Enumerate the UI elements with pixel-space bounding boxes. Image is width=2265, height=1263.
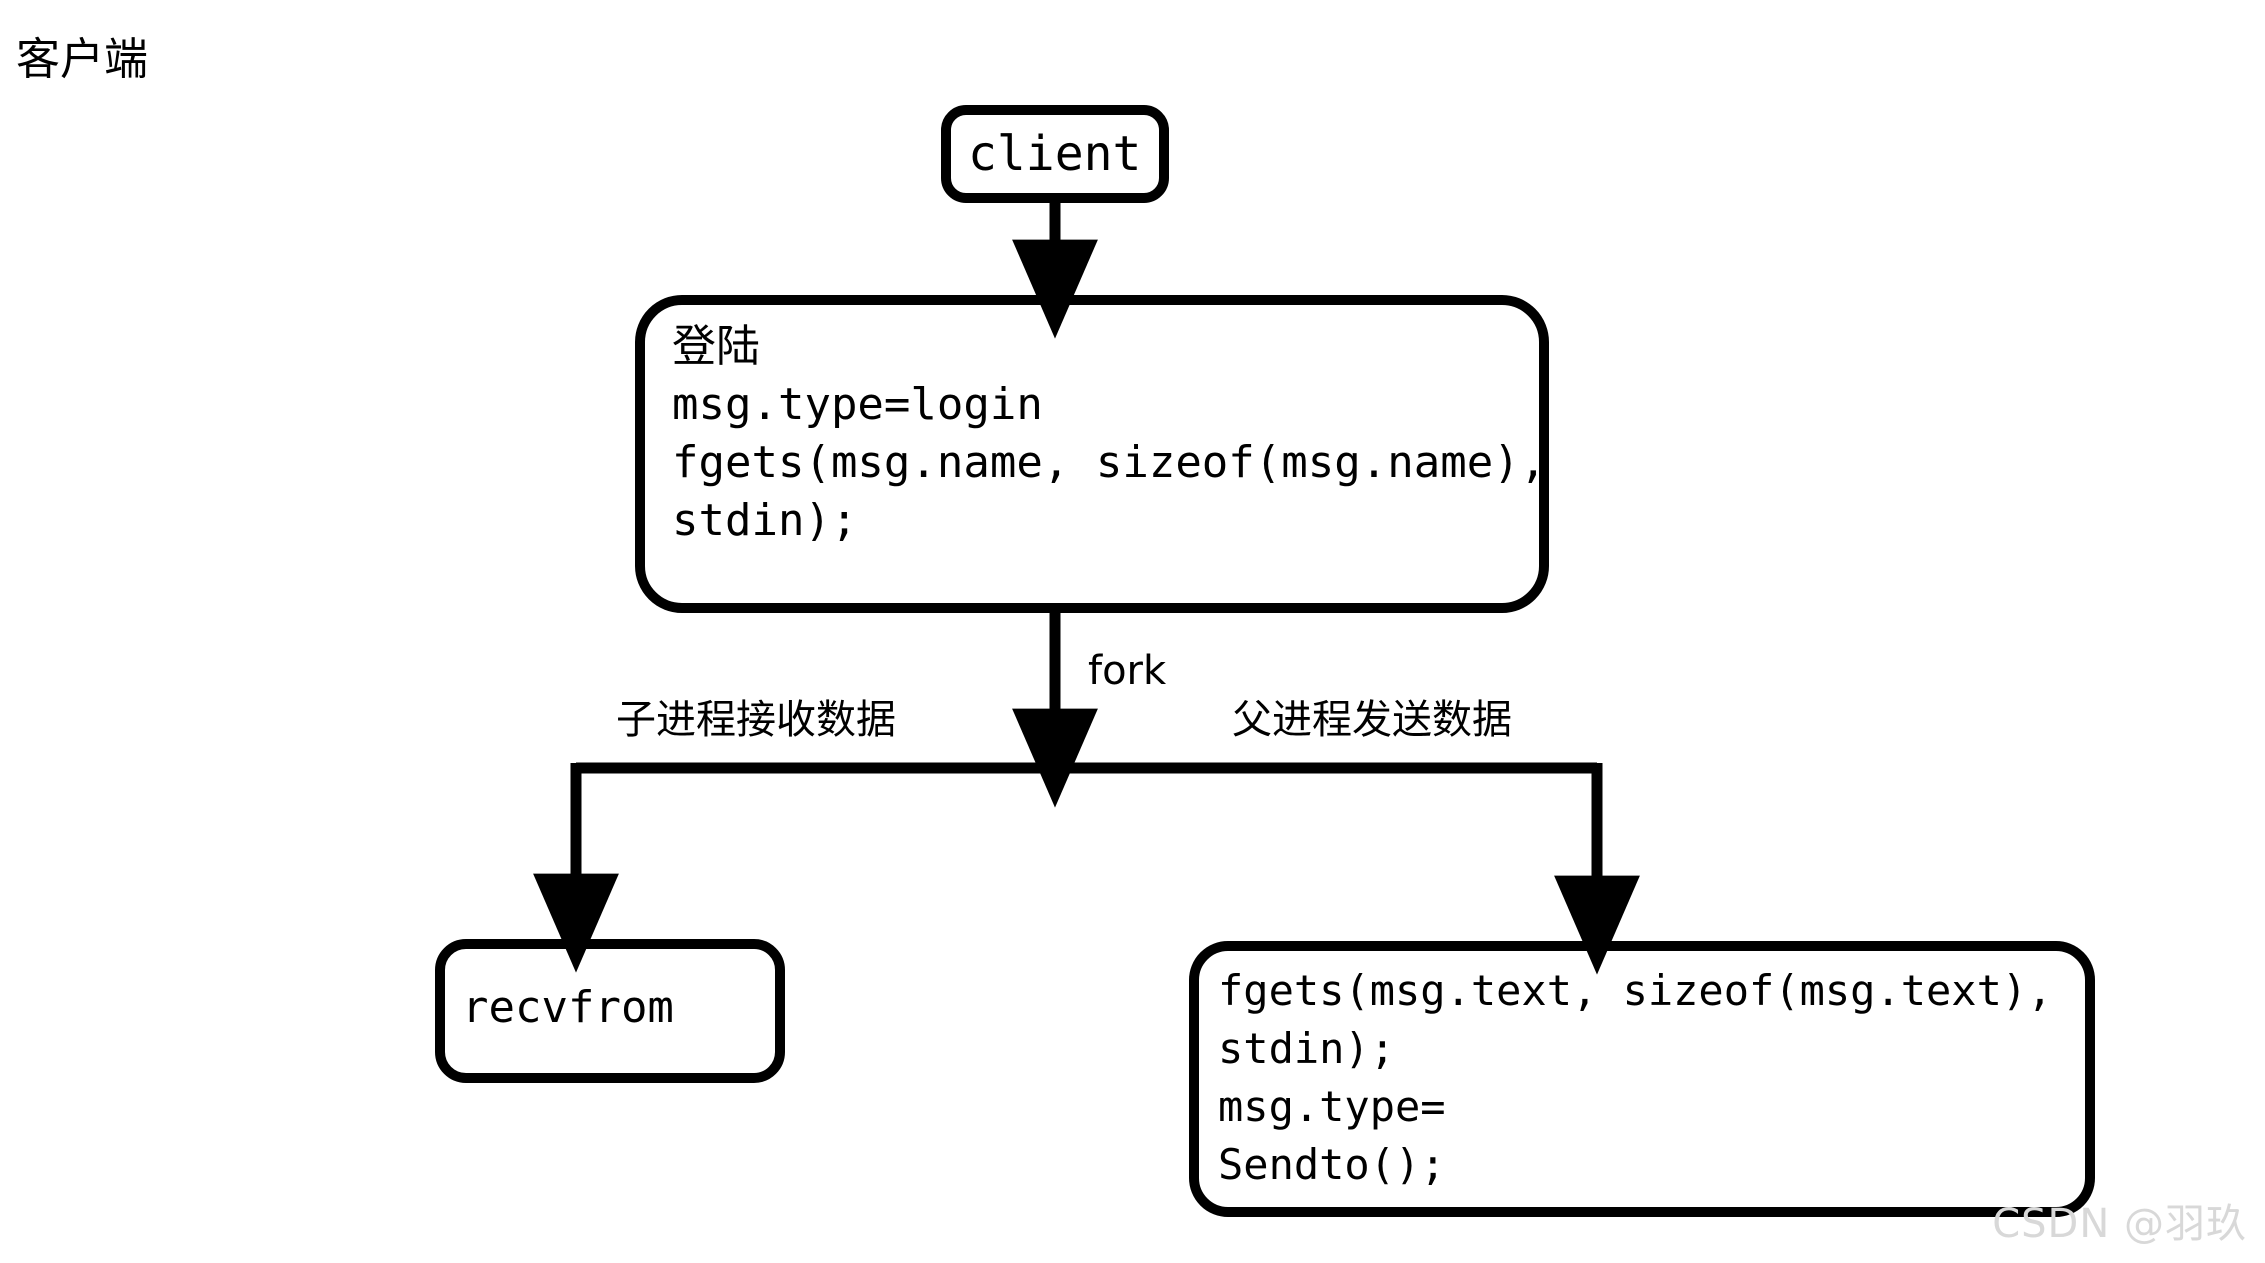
edge-label-parent-branch: 父进程发送数据 — [1232, 697, 1512, 743]
node-sendto-label: fgets(msg.text, sizeof(msg.text), stdin)… — [1218, 966, 2053, 1189]
node-recvfrom-label: recvfrom — [462, 982, 674, 1033]
node-client-label: client — [968, 126, 1142, 182]
node-sendto-shape[interactable] — [1189, 941, 2095, 1217]
page-title: 客户端 — [16, 34, 148, 85]
watermark: CSDN @羽玖 — [1992, 1201, 2247, 1247]
node-login-label: 登陆 msg.type=login fgets(msg.name, sizeof… — [672, 321, 1547, 546]
edge-label-fork: fork — [1088, 648, 1167, 694]
edge-label-child-branch: 子进程接收数据 — [616, 697, 896, 743]
